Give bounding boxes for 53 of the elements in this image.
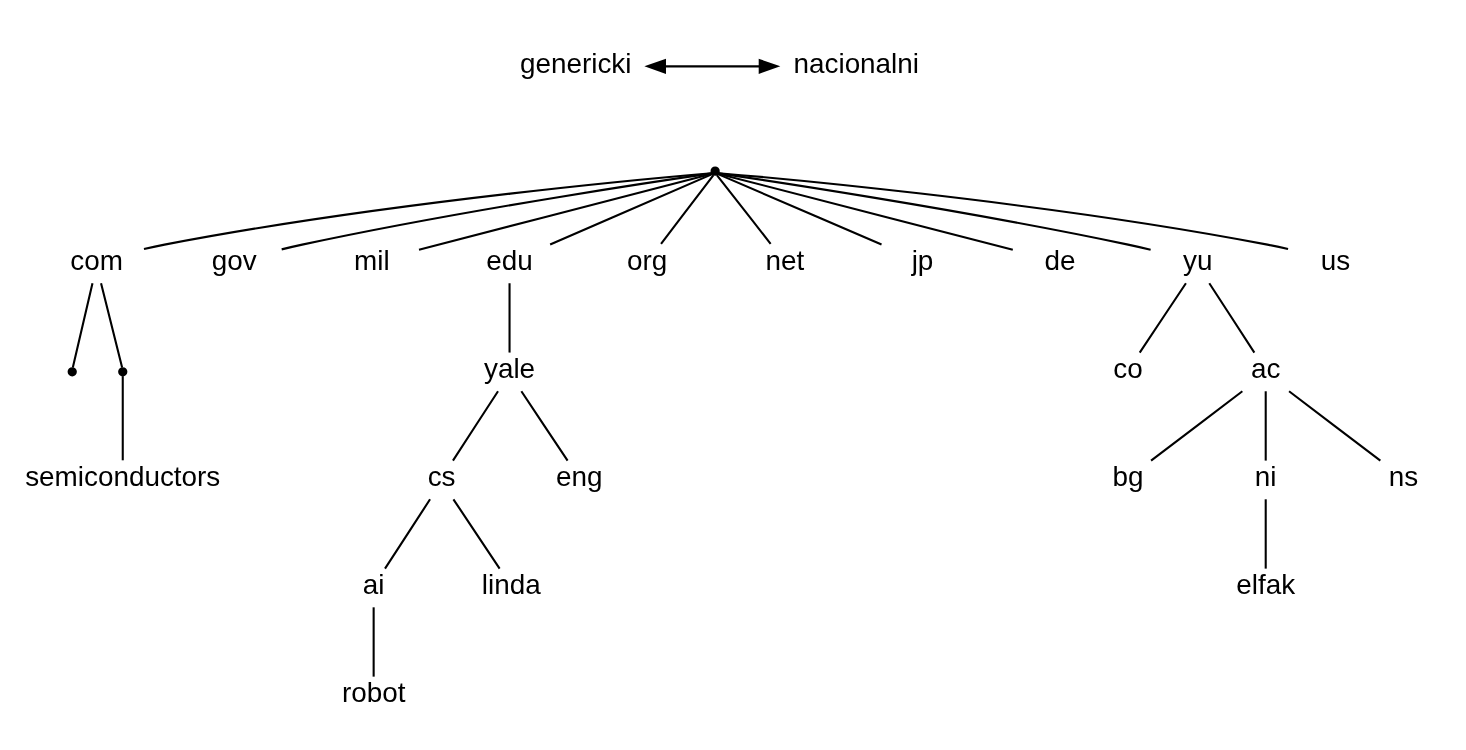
connector — [508, 283, 511, 353]
node-text: cs — [427, 461, 456, 493]
node-text: ac — [1250, 353, 1281, 385]
label: nacionalni — [793, 47, 919, 79]
connector — [718, 172, 1289, 251]
node-text: robot — [341, 677, 406, 709]
connector — [452, 390, 499, 462]
connector — [1264, 391, 1267, 461]
node-point — [118, 367, 128, 377]
node-text: eng — [556, 461, 603, 493]
connector — [71, 283, 94, 368]
connector — [121, 376, 124, 461]
node-text: ns — [1388, 461, 1419, 493]
connector — [549, 173, 713, 246]
node-text: com — [70, 245, 123, 277]
node-text: yale — [483, 353, 536, 385]
node-text: elfak — [1236, 569, 1296, 601]
node-text: ni — [1254, 461, 1277, 493]
connector — [1208, 282, 1256, 354]
node-text: ai — [362, 569, 385, 601]
node-text: bg — [1112, 461, 1144, 493]
connector — [384, 498, 431, 570]
label: genericki — [520, 47, 632, 79]
connector — [717, 172, 1014, 251]
node-text: net — [765, 245, 805, 277]
connector — [452, 498, 501, 570]
connector — [143, 172, 712, 251]
node-text: linda — [481, 569, 541, 601]
node-text: co — [1113, 353, 1143, 385]
node-text: gov — [211, 245, 257, 277]
node-text: yu — [1183, 245, 1213, 277]
node-point — [710, 166, 720, 176]
node-text: us — [1320, 245, 1351, 277]
node-point — [67, 367, 77, 377]
connector — [716, 174, 772, 245]
connector — [1150, 390, 1243, 462]
connector — [660, 174, 715, 245]
connector — [281, 172, 712, 251]
node-text: jp — [911, 245, 934, 277]
node-text: mil — [354, 245, 390, 277]
node-text: edu — [486, 245, 533, 277]
connector — [717, 173, 882, 246]
connector — [520, 390, 569, 462]
node-text: org — [627, 245, 668, 277]
connector — [372, 607, 375, 677]
connector — [1264, 499, 1267, 569]
connector — [100, 283, 124, 368]
node-text: semiconductors — [25, 461, 221, 493]
connector — [1288, 390, 1381, 462]
node-text: de — [1044, 245, 1076, 277]
connector — [718, 172, 1151, 251]
connector — [1138, 282, 1187, 354]
connector — [418, 172, 713, 251]
